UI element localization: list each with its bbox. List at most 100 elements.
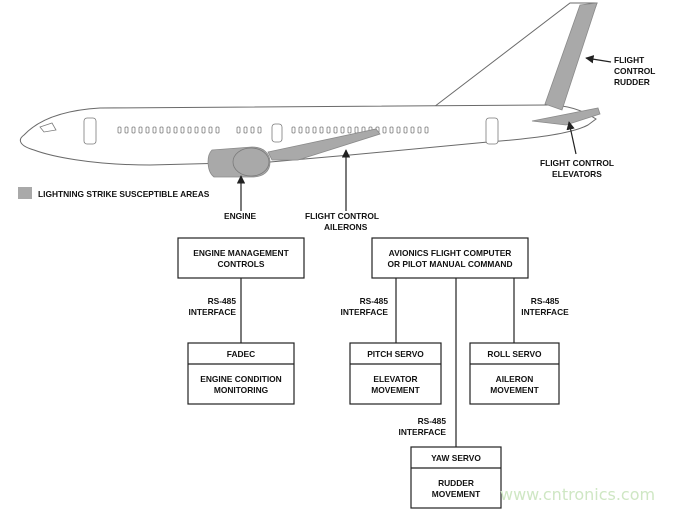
- diagram-label: PITCH SERVO: [367, 349, 424, 359]
- cabin-window: [403, 126, 408, 134]
- cabin-window: [215, 126, 220, 134]
- cockpit-window: [39, 122, 57, 133]
- engine-intake: [232, 147, 270, 177]
- diagram-label: MOVEMENT: [432, 489, 481, 499]
- cabin-window: [187, 126, 192, 134]
- pitch-servo-box: PITCH SERVO ELEVATOR MOVEMENT: [349, 342, 442, 405]
- cabin-window: [333, 126, 338, 134]
- diagram-label: OR PILOT MANUAL COMMAND: [388, 259, 513, 269]
- diagram-label: CONTROLS: [218, 259, 265, 269]
- cabin-window: [117, 126, 122, 134]
- diagram-label: MONITORING: [214, 385, 268, 395]
- fuselage: [19, 104, 597, 166]
- cabin-window: [305, 126, 310, 134]
- cabin-window: [347, 126, 352, 134]
- ailerons-callout: FLIGHT CONTROL AILERONS: [305, 149, 379, 232]
- elevators-callout: FLIGHT CONTROL ELEVATORS: [540, 121, 614, 179]
- diagram-label: RUDDER: [614, 77, 650, 87]
- legend: LIGHTNING STRIKE SUSCEPTIBLE AREAS: [18, 187, 210, 199]
- cabin-window: [243, 126, 248, 134]
- cabin-window: [180, 126, 185, 134]
- diagram-label: FLIGHT CONTROL: [305, 211, 379, 221]
- diagram-label: INTERFACE: [521, 307, 569, 317]
- cabin-window: [236, 126, 241, 134]
- front-door: [83, 117, 97, 145]
- rear-door: [485, 117, 499, 145]
- diagram-label: ELEVATOR: [373, 374, 417, 384]
- diagram-label: ELEVATORS: [552, 169, 602, 179]
- diagram-label: INTERFACE: [399, 427, 447, 437]
- diagram-label: ENGINE: [224, 211, 257, 221]
- cabin-window: [152, 126, 157, 134]
- yaw-interface-label: RS-485 INTERFACE: [399, 416, 447, 437]
- diagram-label: RS-485: [531, 296, 560, 306]
- yaw-servo-box: YAW SERVO RUDDER MOVEMENT: [410, 446, 502, 509]
- diagram-label: RS-485: [418, 416, 447, 426]
- diagram-label: AILERONS: [324, 222, 368, 232]
- cabin-window: [166, 126, 171, 134]
- rudder-susceptible-area: [544, 2, 598, 111]
- cabin-window: [124, 126, 129, 134]
- cabin-window: [131, 126, 136, 134]
- watermark: www.cntronics.com: [500, 485, 655, 504]
- cabin-window: [396, 126, 401, 134]
- cabin-window: [201, 126, 206, 134]
- diagram-label: FADEC: [227, 349, 255, 359]
- cabin-window: [382, 126, 387, 134]
- cabin-window: [257, 126, 262, 134]
- cabin-windows: [117, 126, 429, 134]
- cabin-window: [312, 126, 317, 134]
- diagram-label: ENGINE CONDITION: [200, 374, 281, 384]
- diagram-label: FLIGHT CONTROL: [540, 158, 614, 168]
- engine-management-box: ENGINE MANAGEMENT CONTROLS: [177, 237, 305, 279]
- connectors: [240, 278, 515, 447]
- diagram-label: ENGINE MANAGEMENT: [193, 248, 289, 258]
- cabin-window: [354, 126, 359, 134]
- legend-label: LIGHTNING STRIKE SUSCEPTIBLE AREAS: [38, 189, 210, 199]
- diagram-label: RUDDER: [438, 478, 474, 488]
- diagram-label: RS-485: [360, 296, 389, 306]
- cabin-window: [291, 126, 296, 134]
- cabin-window: [138, 126, 143, 134]
- pitch-interface-label: RS-485 INTERFACE: [341, 296, 389, 317]
- engine-susceptible-area: [207, 146, 271, 178]
- cabin-window: [424, 126, 429, 134]
- roll-servo-box: ROLL SERVO AILERON MOVEMENT: [469, 342, 560, 405]
- diagram-label: AVIONICS FLIGHT COMPUTER: [389, 248, 512, 258]
- cabin-window: [298, 126, 303, 134]
- cabin-window: [326, 126, 331, 134]
- fadec-interface-label: RS-485 INTERFACE: [189, 296, 237, 317]
- cabin-window: [173, 126, 178, 134]
- diagram-label: INTERFACE: [341, 307, 389, 317]
- cabin-window: [417, 126, 422, 134]
- diagram-label: FLIGHT: [614, 55, 645, 65]
- cabin-window: [319, 126, 324, 134]
- cabin-window: [250, 126, 255, 134]
- diagram-label: MOVEMENT: [371, 385, 420, 395]
- legend-swatch: [18, 187, 32, 199]
- mid-door: [271, 123, 283, 143]
- diagram-label: YAW SERVO: [431, 453, 481, 463]
- cabin-window: [194, 126, 199, 134]
- rudder-callout: FLIGHT CONTROL RUDDER: [585, 55, 655, 87]
- airplane-illustration: [19, 2, 601, 178]
- cabin-window: [145, 126, 150, 134]
- roll-interface-label: RS-485 INTERFACE: [521, 296, 569, 317]
- cabin-window: [340, 126, 345, 134]
- cabin-window: [389, 126, 394, 134]
- diagram-label: ROLL SERVO: [487, 349, 542, 359]
- avionics-box: AVIONICS FLIGHT COMPUTER OR PILOT MANUAL…: [371, 237, 529, 279]
- diagram-label: CONTROL: [614, 66, 655, 76]
- wing-aileron-susceptible-area: [267, 128, 381, 161]
- fadec-box: FADEC ENGINE CONDITION MONITORING: [187, 342, 295, 405]
- diagram-label: AILERON: [496, 374, 534, 384]
- diagram-label: MOVEMENT: [490, 385, 539, 395]
- elevator-susceptible-area: [531, 107, 601, 126]
- cabin-window: [208, 126, 213, 134]
- diagram-label: INTERFACE: [189, 307, 237, 317]
- cabin-window: [159, 126, 164, 134]
- cabin-window: [410, 126, 415, 134]
- diagram-label: RS-485: [208, 296, 237, 306]
- engine-callout: ENGINE: [224, 175, 257, 221]
